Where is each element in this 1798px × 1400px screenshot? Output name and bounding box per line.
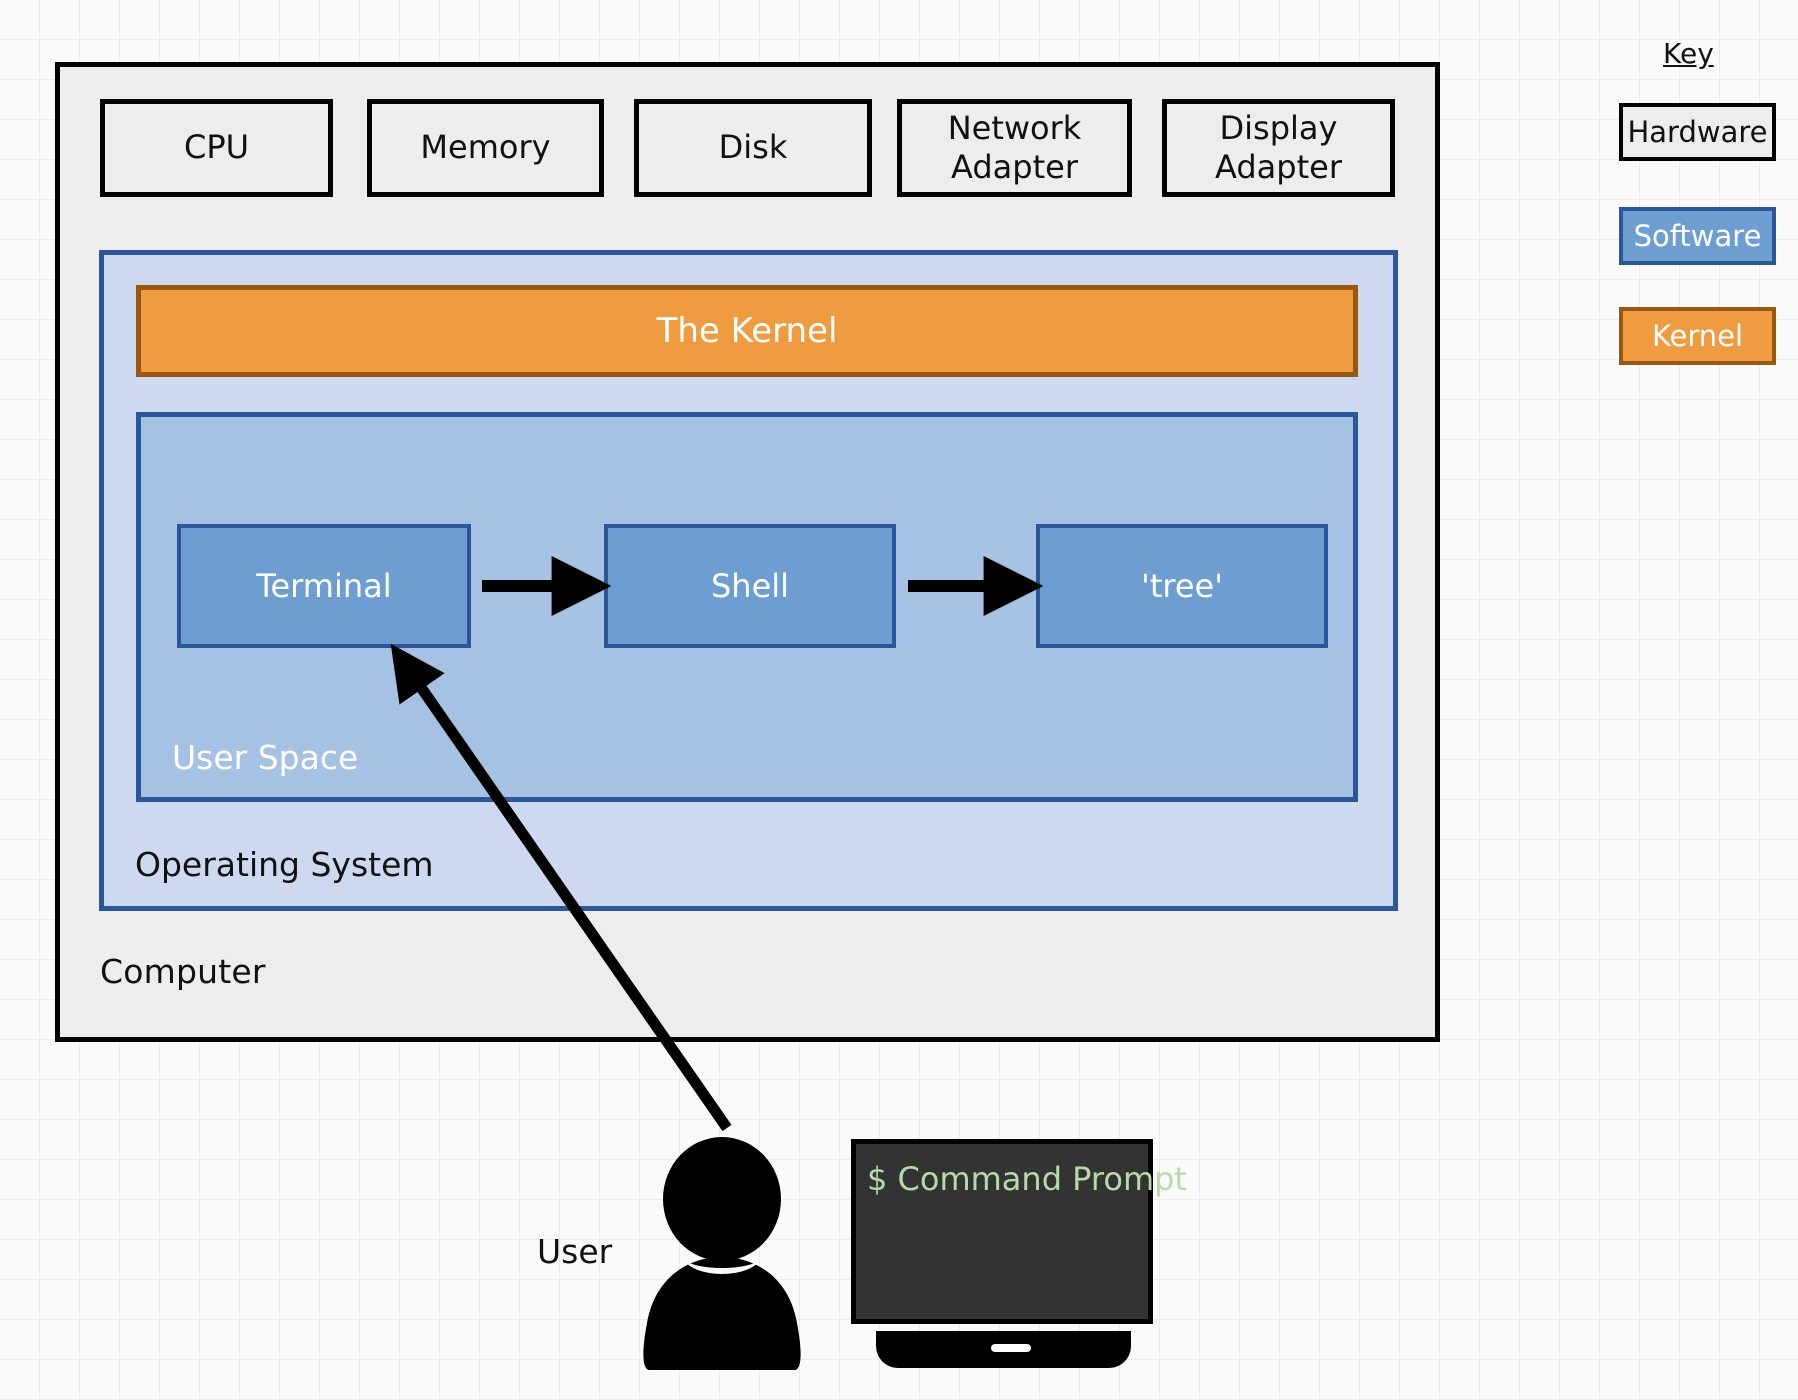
- user-label: User: [537, 1232, 613, 1271]
- hardware-box-disk[interactable]: Disk: [634, 99, 872, 197]
- monitor-icon: $ Command Prompt: [851, 1139, 1187, 1368]
- user-body-icon: [643, 1257, 801, 1370]
- computer-label: Computer: [100, 952, 266, 991]
- key-item-software: Software: [1619, 207, 1776, 265]
- key-label-kernel: Kernel: [1651, 319, 1744, 353]
- user-space-label: User Space: [172, 738, 359, 777]
- user-neck-gap-icon: [683, 1259, 761, 1274]
- hardware-label-cpu: CPU: [183, 128, 250, 167]
- key-item-kernel: Kernel: [1619, 307, 1776, 365]
- software-box-shell[interactable]: Shell: [604, 524, 896, 648]
- operating-system-label: Operating System: [135, 845, 434, 884]
- hardware-label-memory: Memory: [420, 128, 551, 167]
- software-box-terminal[interactable]: Terminal: [177, 524, 471, 648]
- user-icon: [627, 1137, 817, 1372]
- software-box-tree[interactable]: 'tree': [1036, 524, 1328, 648]
- hardware-box-cpu[interactable]: CPU: [100, 99, 333, 197]
- hardware-box-memory[interactable]: Memory: [367, 99, 604, 197]
- monitor-screen: $ Command Prompt: [851, 1139, 1187, 1324]
- software-label-shell: Shell: [710, 567, 790, 605]
- user-head-icon: [663, 1137, 781, 1261]
- monitor-stand-slot-icon: [991, 1344, 1031, 1352]
- kernel-box[interactable]: The Kernel: [136, 285, 1358, 377]
- software-label-tree: 'tree': [1141, 567, 1223, 605]
- command-prompt-text: $ Command Prompt: [867, 1160, 1187, 1198]
- key-label-hardware: Hardware: [1627, 115, 1768, 149]
- kernel-label: The Kernel: [656, 311, 838, 351]
- key-item-hardware: Hardware: [1619, 103, 1776, 161]
- hardware-label-disk: Disk: [718, 128, 788, 167]
- key-title: Key: [1663, 37, 1714, 70]
- software-label-terminal: Terminal: [256, 567, 392, 605]
- key-label-software: Software: [1633, 219, 1762, 253]
